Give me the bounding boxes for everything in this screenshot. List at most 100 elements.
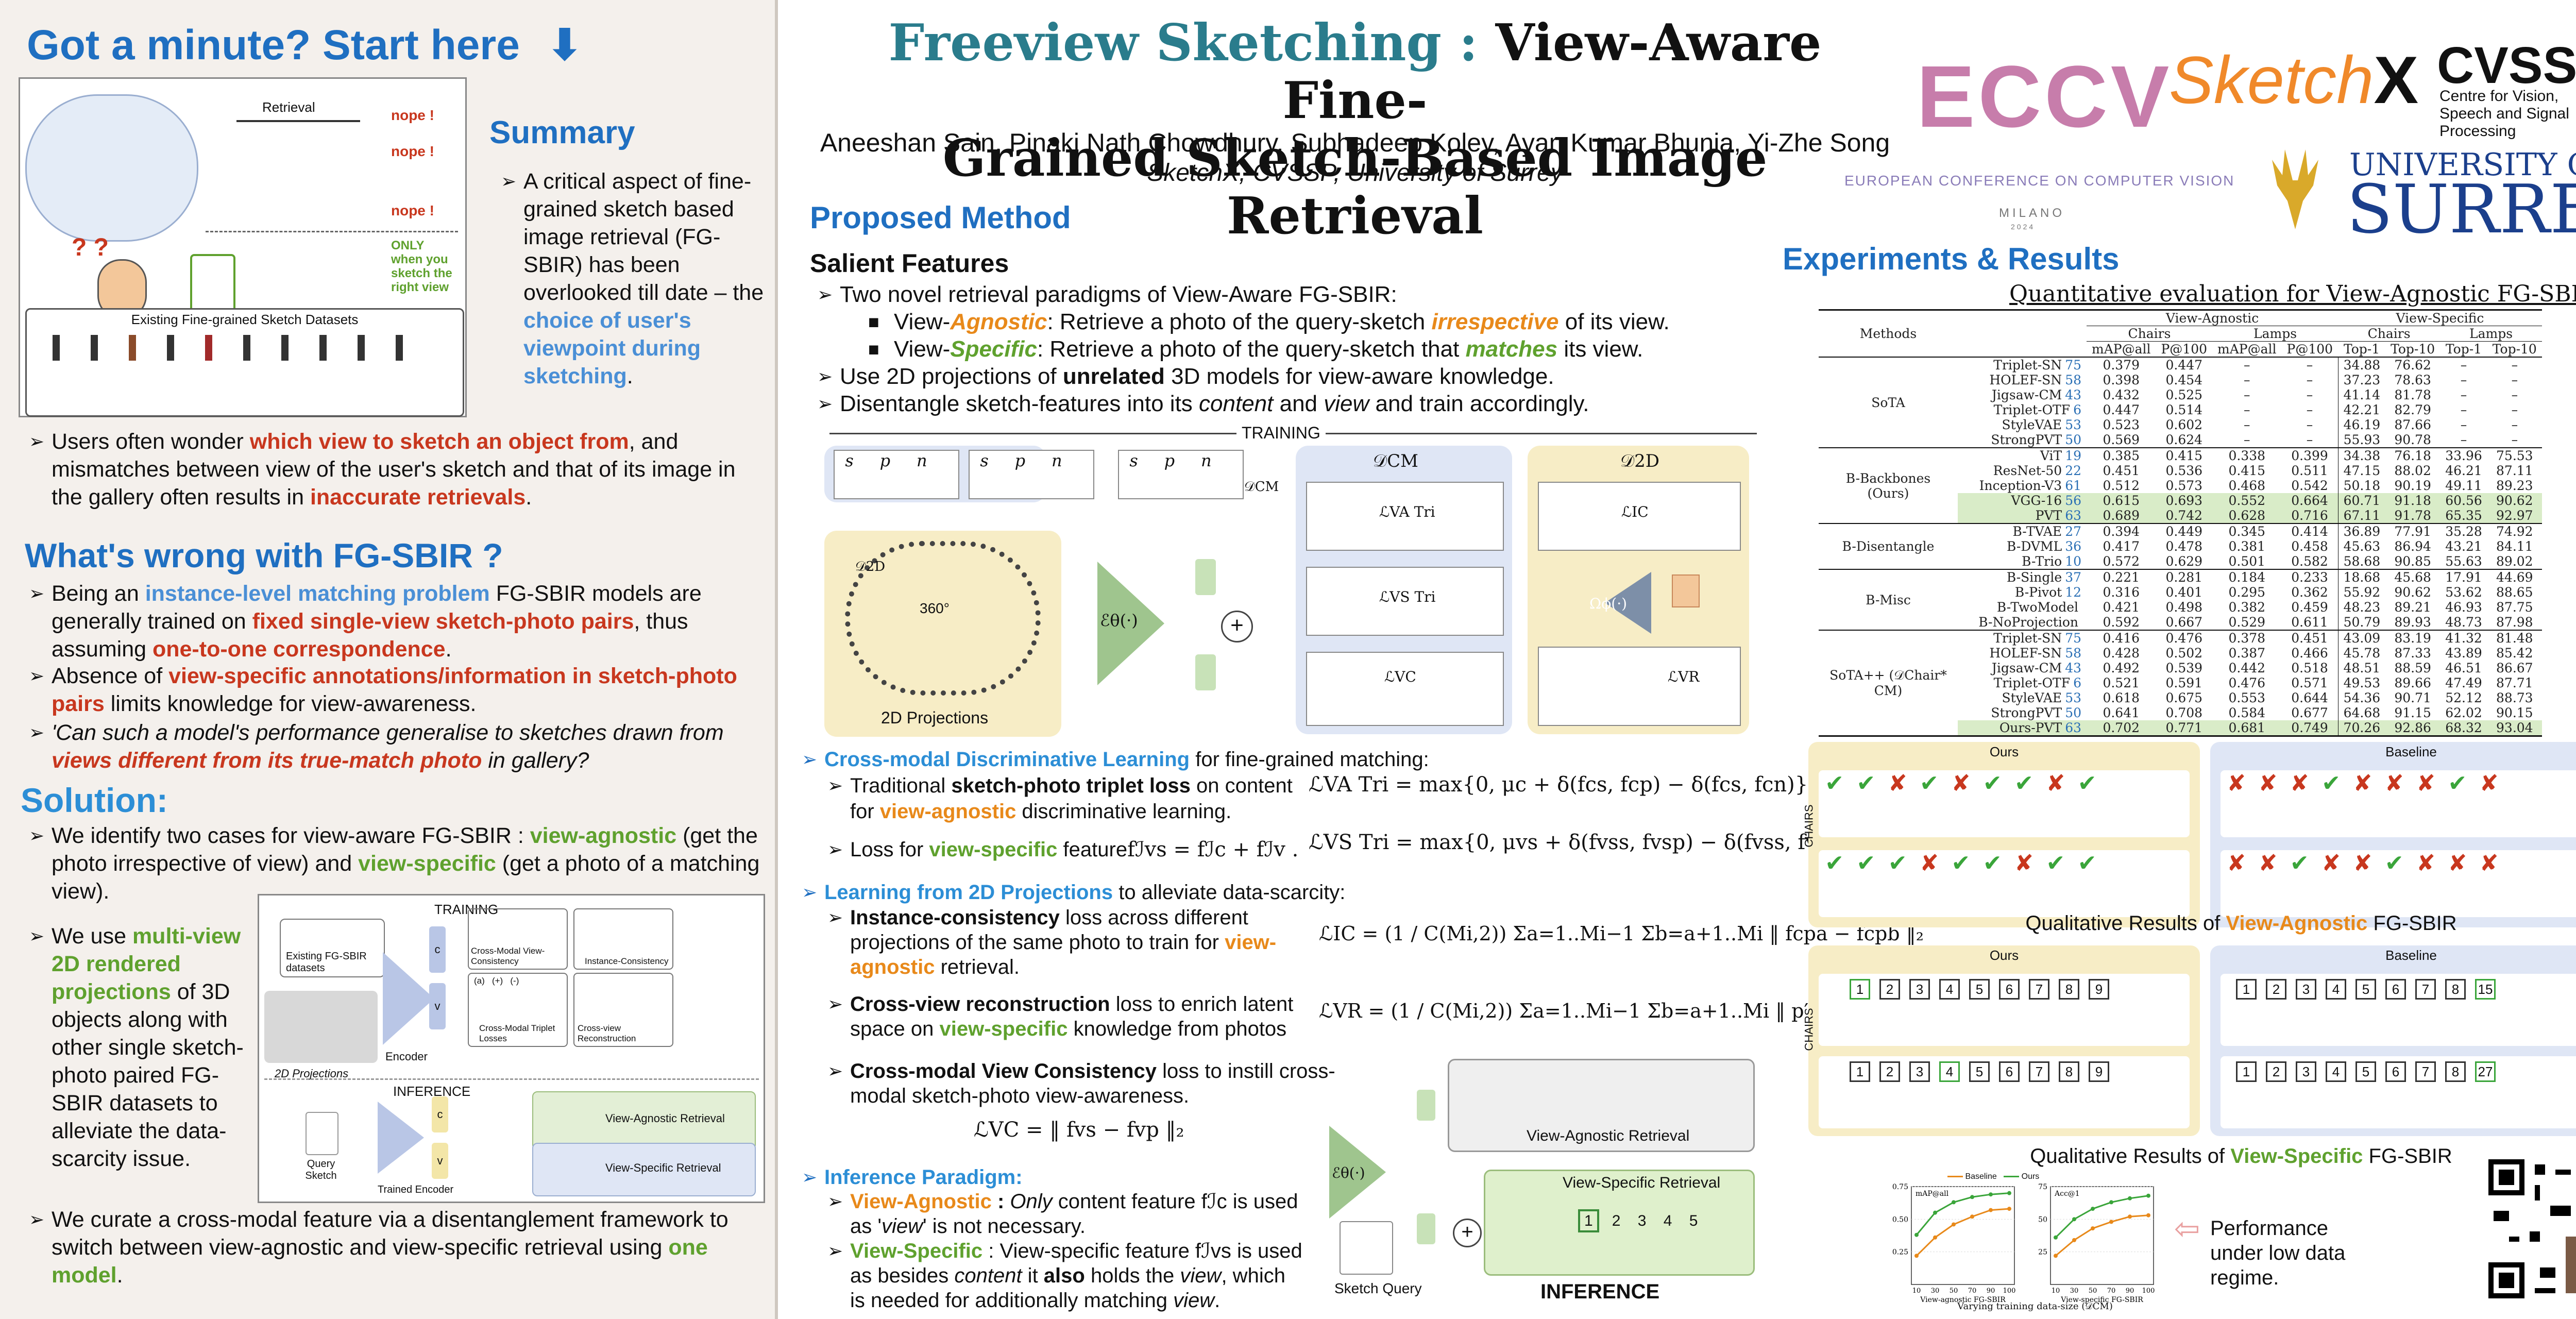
table-cell: 42.21 xyxy=(2337,402,2386,417)
method-name: B-DVML xyxy=(2007,539,2062,554)
vc-box: ℒVC xyxy=(1306,652,1504,726)
inf-rank-row: 1 2 3 4 5 xyxy=(1578,1209,1698,1232)
qual-agn-base-row2: ✘ ✘ ✔ ✘ ✘ ✔ ✘ ✘ ✘ xyxy=(2221,850,2576,917)
inference-diagram: ℰθ(·) Sketch Query + View-Agnostic Retri… xyxy=(1329,1059,1757,1306)
citation[interactable]: 75 xyxy=(2065,631,2081,646)
mini-ic-box: Instance-Consistency xyxy=(573,908,673,970)
table-cell: 81.78 xyxy=(2394,387,2431,402)
citation[interactable]: 6 xyxy=(2073,675,2081,690)
method-name: Ours-PVT xyxy=(1999,720,2062,735)
group-label: B-Disentangle xyxy=(1842,539,1935,554)
series-line-baseline xyxy=(1916,1208,2010,1257)
qr-code[interactable] xyxy=(2488,1159,2576,1298)
qual-agn-ours-row1: ✔ ✔ ✘ ✔ ✘ ✔ ✔ ✘ ✔ xyxy=(1819,770,2190,837)
citation[interactable]: 43 xyxy=(2065,661,2081,675)
summary-text: ➢A critical aspect of fine-grained sketc… xyxy=(501,169,764,388)
citation[interactable]: 36 xyxy=(2065,539,2081,554)
citation[interactable]: 12 xyxy=(2065,585,2081,600)
x-axis-label: View-agnostic FG-SBIR xyxy=(1920,1296,2006,1304)
series-line-baseline xyxy=(2055,1214,2149,1257)
projection-ring xyxy=(845,541,1041,696)
citation[interactable]: 56 xyxy=(2065,493,2081,508)
results-table: Methods View-Agnostic View-Specific Chai… xyxy=(1819,309,2542,737)
citation[interactable]: 50 xyxy=(2065,705,2081,720)
citation[interactable]: 63 xyxy=(2065,720,2081,735)
qual-spec-side-label: CHAIRS xyxy=(1802,1008,1816,1051)
encoder-shape xyxy=(1097,562,1164,685)
table-cell: – xyxy=(2460,358,2467,373)
citation[interactable]: 22 xyxy=(2065,463,2081,478)
method-name: B-Single xyxy=(2006,570,2062,585)
table-cell: 89.23 xyxy=(2496,478,2533,493)
citation[interactable]: 61 xyxy=(2065,478,2081,493)
inf-fc-box xyxy=(1417,1090,1435,1121)
col-header-6: Top-1 xyxy=(2440,341,2487,358)
table-cell: 45.78 xyxy=(2337,646,2386,661)
x-tick-label: 50 xyxy=(2089,1287,2097,1295)
table-cell: 0.415 xyxy=(2228,463,2266,478)
table-cell: 41.32 xyxy=(2445,631,2482,646)
qual-agnostic-caption: Qualitative Results of View-Agnostic FG-… xyxy=(2025,912,2457,935)
table-cell: 55.93 xyxy=(2337,432,2386,448)
y-tick-label: 25 xyxy=(2038,1248,2047,1257)
citation[interactable]: 75 xyxy=(2065,358,2081,373)
col-header-5: Top-10 xyxy=(2385,341,2441,358)
cm-bullet-1: ➢Traditional sketch-photo triplet loss o… xyxy=(827,774,1293,823)
table-cell: 33.96 xyxy=(2445,448,2482,463)
solution-bullet-2: ➢We use multi-view 2D rendered projectio… xyxy=(29,924,244,1171)
citation[interactable]: 58 xyxy=(2065,646,2081,661)
table-cell: 0.398 xyxy=(2103,373,2140,387)
table-cell: 85.42 xyxy=(2496,646,2533,661)
table-cell: 0.415 xyxy=(2165,448,2203,463)
citation[interactable]: 53 xyxy=(2065,417,2081,432)
citation[interactable]: 19 xyxy=(2065,448,2081,463)
inference-specific: ➢View-Specific : View-specific feature f… xyxy=(827,1240,1302,1312)
table-cell: 0.221 xyxy=(2103,570,2140,585)
citation[interactable]: 43 xyxy=(2065,387,2081,402)
table-cell: 0.458 xyxy=(2291,539,2328,554)
citation[interactable]: 6 xyxy=(2073,402,2081,417)
legend-ours: Ours xyxy=(2021,1172,2040,1181)
retrieval-arrow xyxy=(236,120,360,122)
citation[interactable]: 53 xyxy=(2065,690,2081,705)
datasets-strip: Existing Fine-grained Sketch Datasets xyxy=(25,308,464,417)
table-cell: 0.542 xyxy=(2291,478,2328,493)
y-axis-label: mAP@all xyxy=(1916,1190,1949,1198)
table-cell: 0.184 xyxy=(2228,570,2266,585)
table-cell: – xyxy=(2460,387,2467,402)
table-cell: 34.88 xyxy=(2337,357,2386,373)
table-cell: 35.28 xyxy=(2445,524,2482,539)
sketch-query-label: Sketch Query xyxy=(1334,1280,1422,1296)
col-va-chairs: Chairs xyxy=(2087,326,2213,342)
citation[interactable]: 10 xyxy=(2065,554,2081,569)
inf-label: INFERENCE xyxy=(1540,1280,1660,1303)
feature-1a: ■View-Agnostic: Retrieve a photo of the … xyxy=(868,309,1670,334)
mini-specific-box: View-Specific Retrieval xyxy=(532,1143,756,1196)
table-cell: 0.447 xyxy=(2103,402,2140,417)
table-cell: 55.92 xyxy=(2337,585,2386,600)
training-label: TRAINING xyxy=(1236,424,1326,443)
method-name: Triplet-SN xyxy=(1993,631,2062,646)
citation[interactable]: 37 xyxy=(2065,570,2081,585)
table-cell: 76.18 xyxy=(2394,448,2431,463)
qual-agn-ours-row2: ✔ ✔ ✔ ✘ ✔ ✔ ✘ ✔ ✔ xyxy=(1819,850,2190,917)
data-point xyxy=(2109,1220,2113,1224)
mini-projections-box: 2D Projections xyxy=(264,991,378,1080)
milano-year: 2024 xyxy=(2011,223,2036,231)
mini-pipeline-figure: TRAINING Existing FG-SBIR datasets 2D Pr… xyxy=(258,894,765,1203)
citation[interactable]: 58 xyxy=(2065,373,2081,387)
mini-query-sketch xyxy=(306,1112,338,1155)
table-cell: 47.15 xyxy=(2337,463,2386,478)
table-cell: 0.414 xyxy=(2291,524,2328,539)
citation[interactable]: 50 xyxy=(2065,432,2081,447)
table-cell: 90.62 xyxy=(2394,585,2431,600)
citation[interactable]: 63 xyxy=(2065,508,2081,523)
surrey-logo: SURREY xyxy=(2347,170,2576,248)
citation[interactable]: 27 xyxy=(2065,524,2081,539)
nope-label-3: nope ! xyxy=(391,202,434,218)
